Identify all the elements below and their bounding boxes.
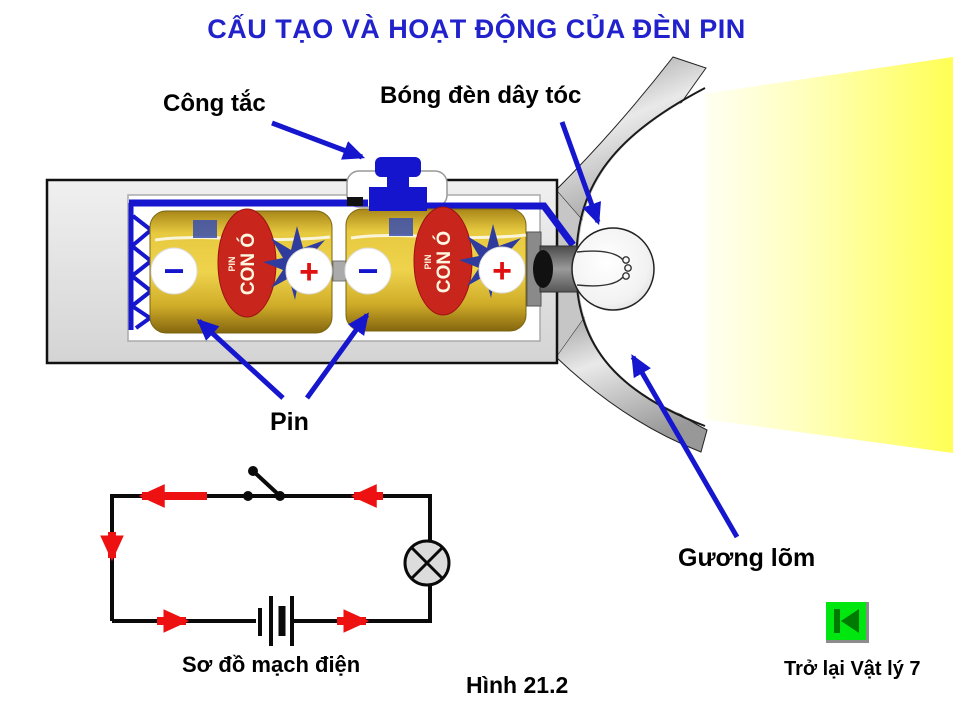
battery-2: CON Ó PIN − +: [344, 206, 527, 332]
circuit-lamp-symbol: [403, 539, 451, 587]
back-button[interactable]: [826, 602, 869, 643]
current-arrows: [100, 484, 383, 633]
battery2-pointer-arrow: [304, 312, 370, 400]
concave-mirror-label: Gương lõm: [678, 544, 816, 572]
battery-label: Pin: [270, 408, 309, 436]
negative-terminal: −: [163, 250, 184, 291]
figure-caption: Hình 21.2: [466, 672, 569, 698]
battery1-pointer-arrow: [196, 318, 285, 400]
battery-brand-sub: PIN: [227, 256, 237, 271]
filament-bulb-label: Bóng đèn dây tóc: [380, 82, 582, 109]
switch[interactable]: [369, 157, 427, 211]
bulb-glass: [571, 227, 655, 311]
battery-1: CON Ó PIN − +: [149, 208, 333, 334]
positive-terminal: +: [299, 253, 319, 291]
pointer-arrows: [196, 120, 740, 539]
bulb-base-tip: [533, 250, 553, 288]
filament: [576, 250, 632, 287]
light-beam: [703, 57, 953, 453]
circuit-switch-symbol[interactable]: [243, 466, 285, 501]
positive-terminal: +: [492, 252, 512, 290]
switch-label: Công tắc: [163, 90, 266, 117]
circuit-battery-symbol: [258, 596, 294, 646]
back-link-label[interactable]: Trở lại Vật lý 7: [784, 658, 921, 680]
spring: [130, 214, 153, 330]
wire-to-bulb: [425, 202, 576, 248]
battery-brand-sub: PIN: [423, 254, 433, 269]
switch-pointer-arrow: [271, 120, 366, 160]
negative-terminal: −: [357, 250, 378, 291]
circuit-diagram: [100, 466, 451, 646]
bulb-pointer-arrow: [559, 121, 601, 226]
mirror-pointer-arrow: [630, 354, 740, 539]
circuit-diagram-caption: Sơ đồ mạch điện: [182, 652, 361, 677]
battery-contact-nub: [332, 260, 347, 282]
slide-title: CẤU TẠO VÀ HOẠT ĐỘNG CỦA ĐÈN PIN: [207, 14, 746, 44]
battery-brand: CON Ó: [237, 233, 259, 295]
battery-brand: CON Ó: [433, 231, 455, 293]
skip-back-icon: [834, 609, 859, 633]
switch-contact: [347, 197, 363, 206]
